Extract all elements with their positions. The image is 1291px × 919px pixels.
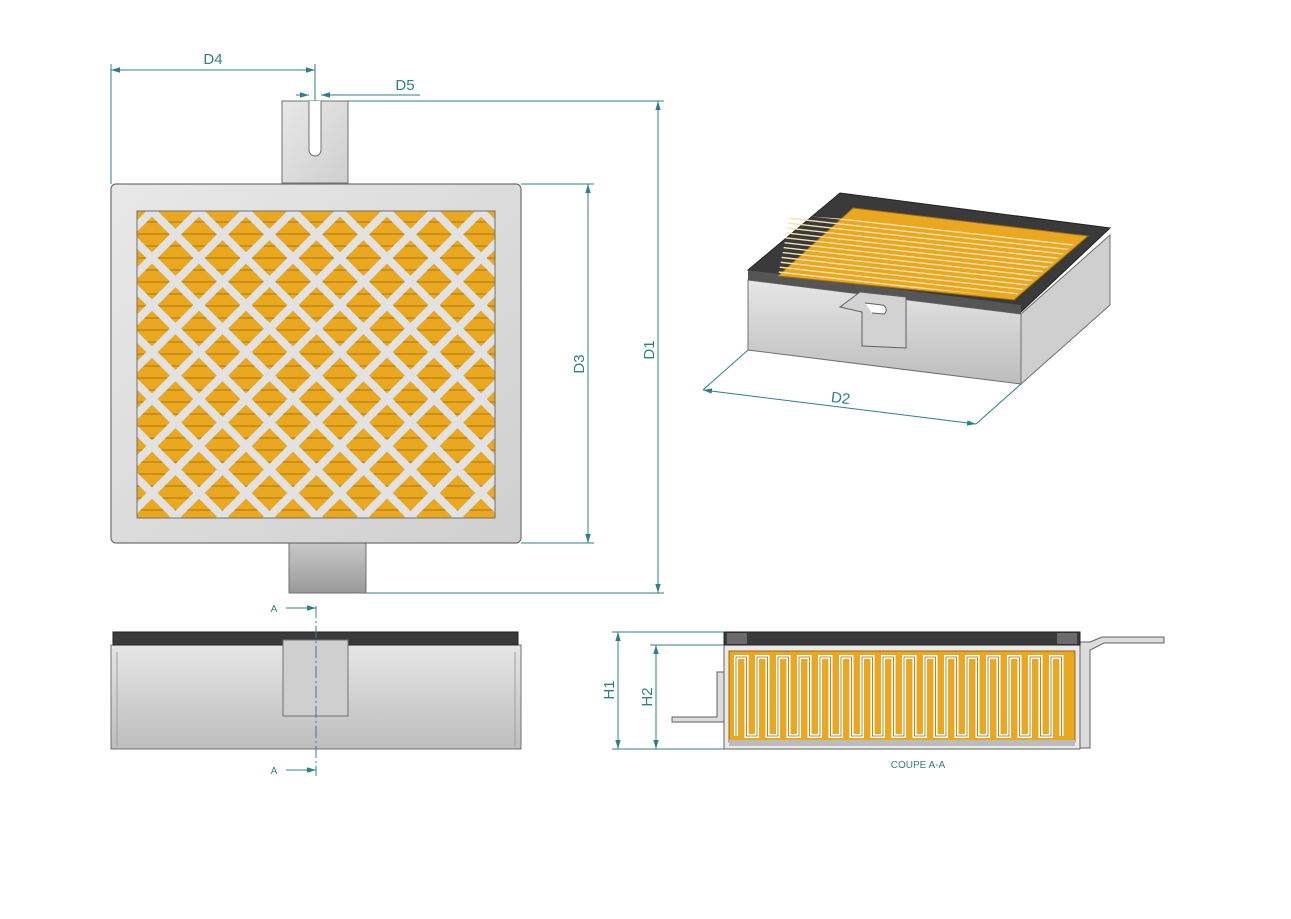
section-left-tab bbox=[671, 671, 725, 723]
section-view: H1 H2 COUPE A-A bbox=[601, 631, 1165, 771]
front-view: A A bbox=[110, 604, 522, 777]
dimension-d4: D4 bbox=[203, 51, 222, 68]
dimension-d5: D5 bbox=[395, 77, 414, 94]
isometric-view: D2 bbox=[702, 192, 1112, 426]
iso-tab bbox=[838, 291, 907, 349]
section-marker-top: A bbox=[271, 604, 278, 615]
bottom-tab bbox=[288, 542, 367, 594]
section-marker-bottom: A bbox=[271, 766, 278, 777]
dimension-d2: D2 bbox=[830, 389, 851, 408]
tab-slot bbox=[308, 101, 322, 157]
top-view bbox=[110, 100, 522, 594]
section-right-bracket bbox=[1079, 636, 1165, 749]
dimension-d1: D1 bbox=[641, 340, 658, 359]
section-caption: COUPE A-A bbox=[891, 760, 946, 771]
top-view-dimensions: D4 D5 D1 D3 bbox=[110, 51, 664, 594]
diamond-mesh bbox=[137, 211, 495, 518]
dimension-h1: H1 bbox=[601, 680, 618, 699]
dimension-h2: H2 bbox=[639, 687, 656, 706]
section-gasket bbox=[723, 631, 1081, 646]
dimension-d3: D3 bbox=[571, 354, 588, 373]
